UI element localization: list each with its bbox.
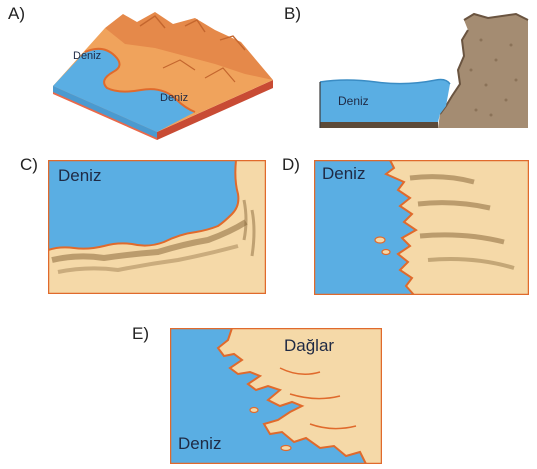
panel-d-map: Deniz [314,160,529,295]
panel-letter-e: E) [132,324,149,344]
panel-c-sea-label: Deniz [58,166,101,186]
panel-e-sea-label: Deniz [178,434,221,454]
panel-letter-b: B) [284,4,301,24]
panel-a-block-diagram: Deniz Deniz [45,8,275,140]
panel-letter-a: A) [8,4,25,24]
panel-b-cliff-profile: Deniz [316,10,531,130]
panel-letter-d: D) [282,155,300,175]
panel-b-sea-label: Deniz [338,94,369,108]
panel-e-map: Dağlar Deniz [170,328,382,464]
panel-d-sea-label: Deniz [322,164,365,184]
panel-a-sea-label-2: Deniz [160,92,188,104]
panel-letter-c: C) [20,155,38,175]
panel-a-sea-label-1: Deniz [73,50,101,62]
panel-c-map: Deniz [48,160,266,294]
panel-e-mountain-label: Dağlar [284,336,334,356]
